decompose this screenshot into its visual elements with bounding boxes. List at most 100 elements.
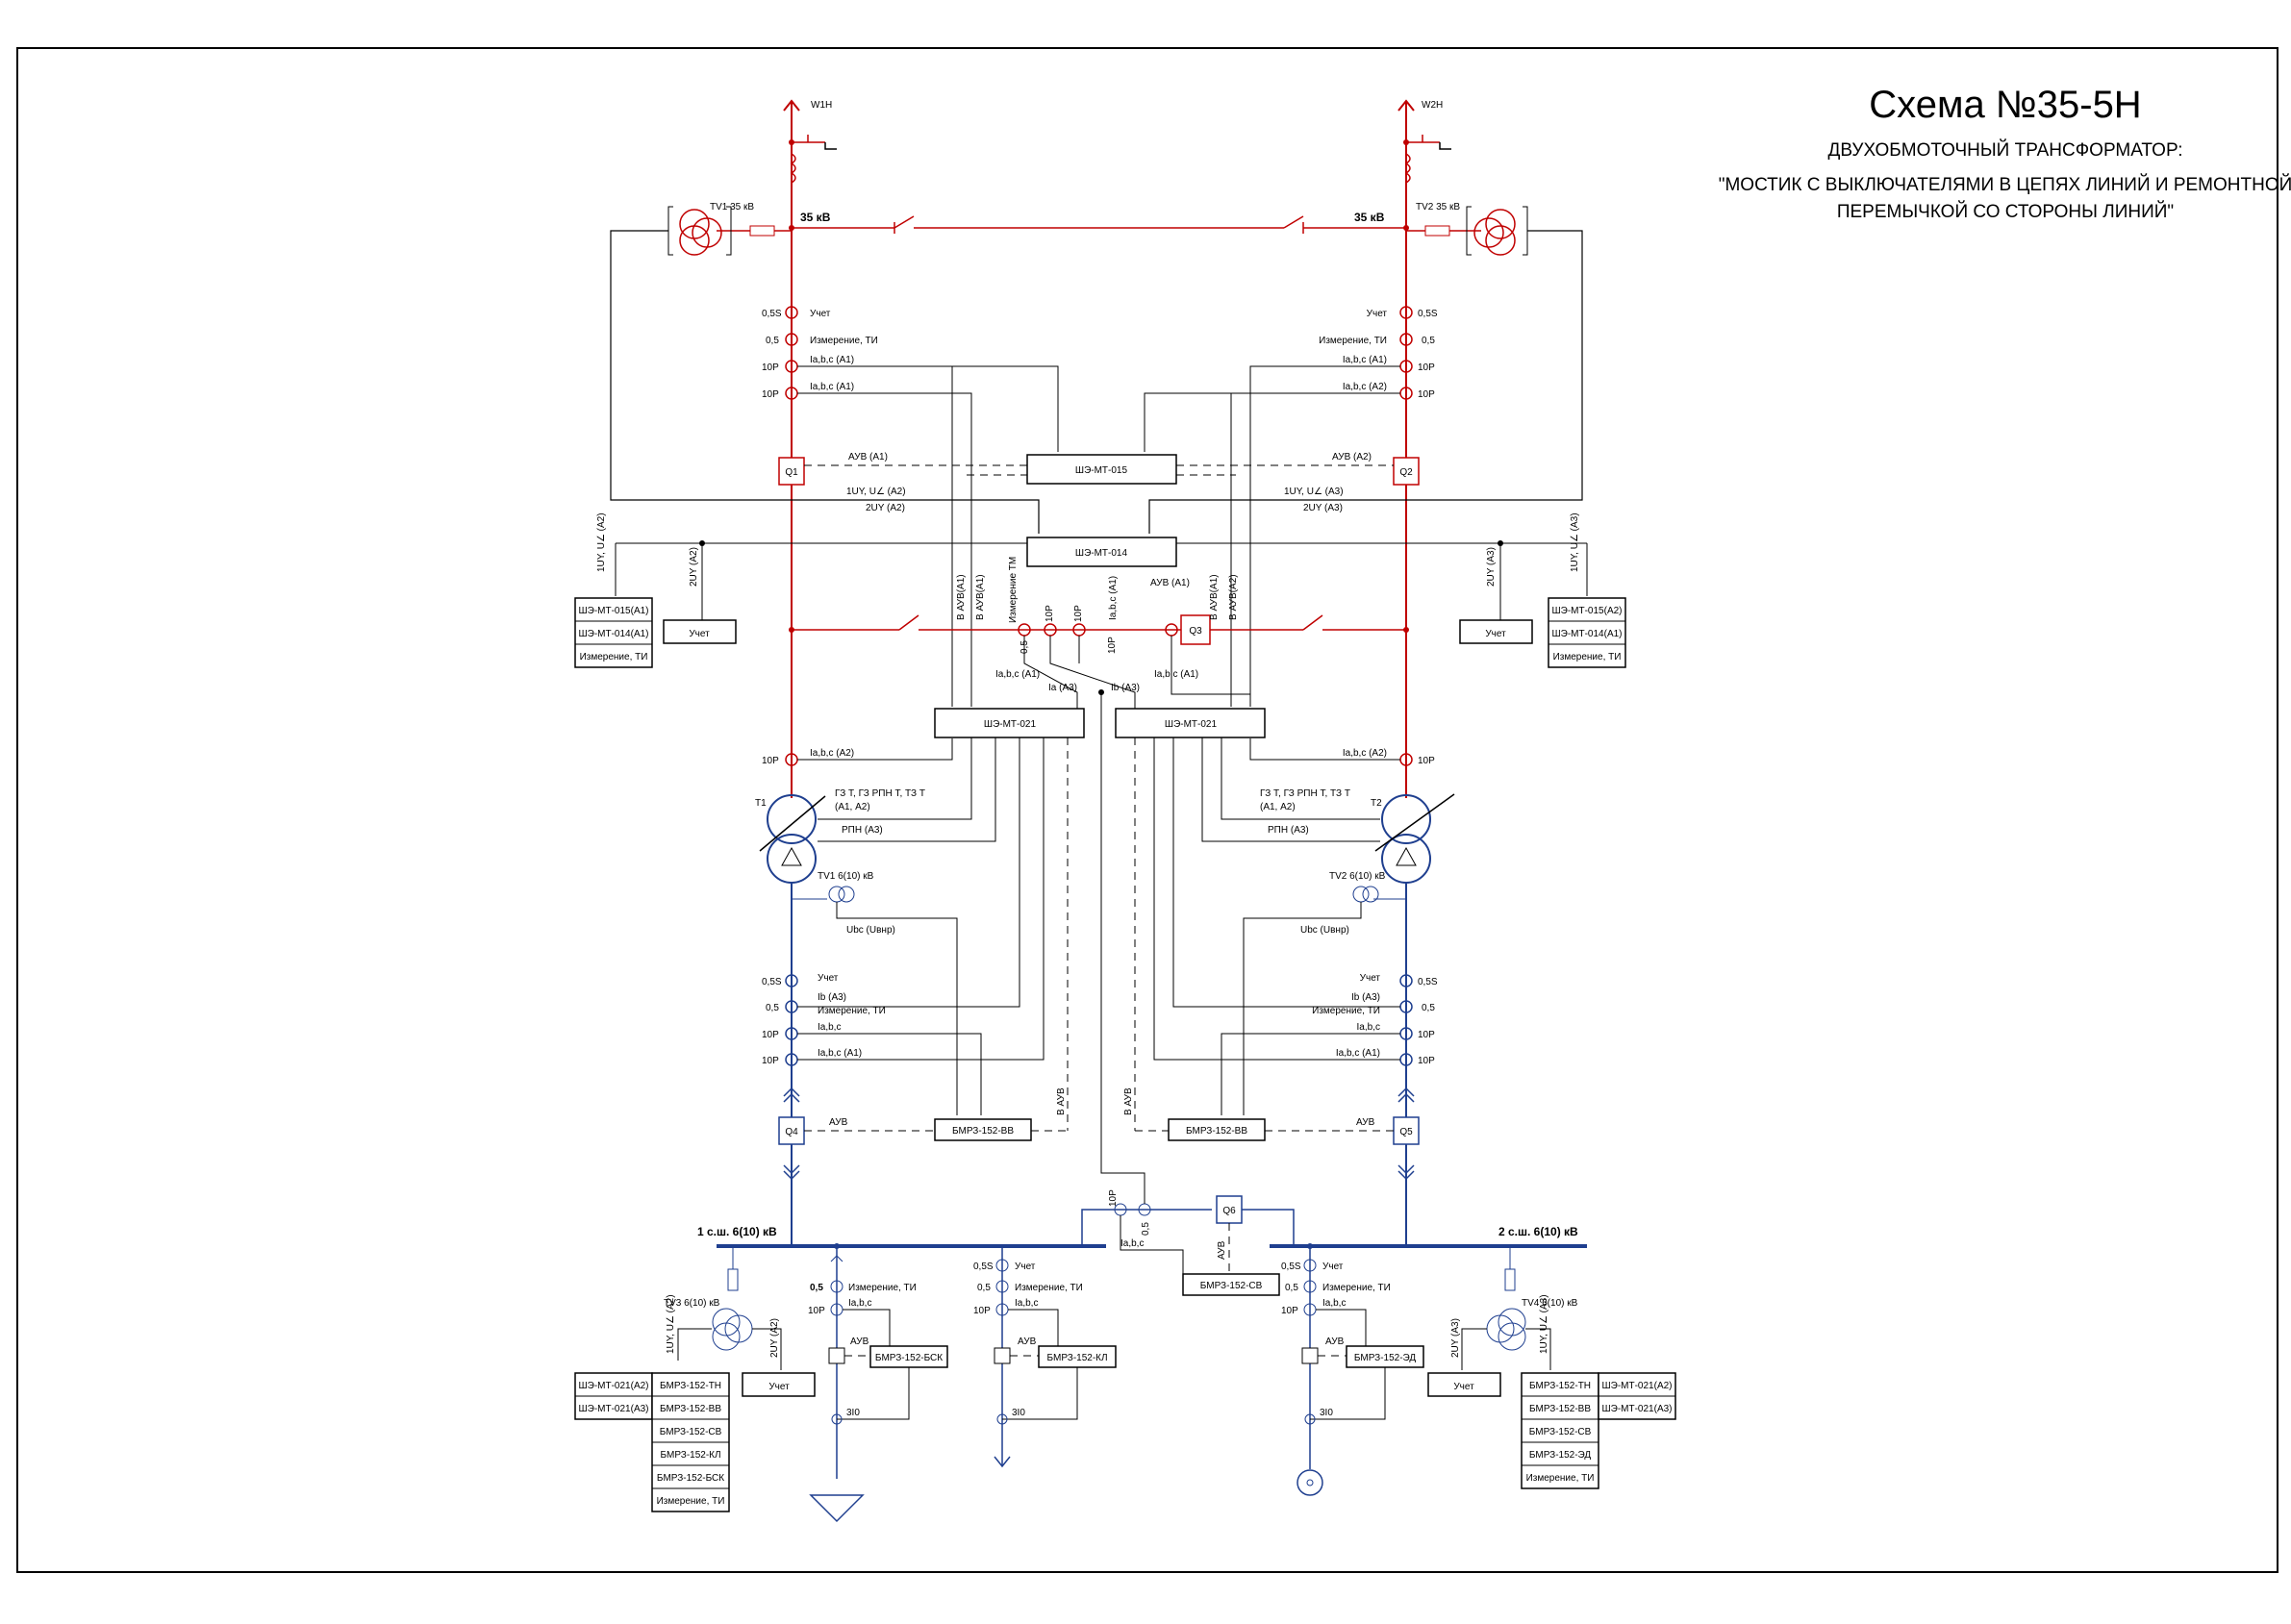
auv-a2-label: АУВ (А2) [1332, 452, 1372, 462]
transformer-t1[interactable]: T1 [755, 794, 826, 884]
bsk-ct-wire [843, 1309, 891, 1346]
plug-q4-bot-a [783, 1164, 800, 1175]
breaker-q3[interactable] [1180, 614, 1211, 645]
node-right-a [1403, 139, 1409, 145]
q2-label: Q2 [1399, 467, 1413, 478]
cabinet-she-021-right[interactable] [1115, 708, 1266, 738]
ed-zio: 3I0 [1320, 1408, 1333, 1418]
lv-right-uchet-label: Учет [1453, 1382, 1474, 1392]
hv-left-table [574, 597, 653, 668]
izm-tm-label: Измерение ТМ [1008, 557, 1019, 623]
subtitle-line2: "МОСТИК С ВЫКЛЮЧАТЕЛЯМИ В ЦЕПЯХ ЛИНИЙ И … [1719, 174, 2291, 195]
rpn-left: РПН (А3) [842, 825, 883, 836]
ct-hv-right-2 [1399, 333, 1413, 346]
cabinet-bmrz-vv-right[interactable] [1168, 1118, 1266, 1141]
ct-lv-r2-class: 0,5 [1422, 1003, 1435, 1013]
rpn-right: РПН (А3) [1268, 825, 1309, 836]
ia-a1-label-r: Ia,b,c (А1) [1154, 669, 1198, 680]
ct-hv-r4-class: 10P [1418, 389, 1435, 400]
wire-bridge-cross1 [1023, 636, 1078, 709]
breaker-q1[interactable] [778, 457, 805, 486]
wire-tv1-014 [610, 230, 1040, 534]
q6-10p: 10P [1108, 1189, 1119, 1207]
ground-icon-left [824, 142, 837, 150]
lv-left-b2: БМРЗ-152-ВВ [660, 1404, 721, 1414]
lv-right-a2: БМРЗ-152-ВВ [1529, 1404, 1591, 1414]
kl-arrow-icon [994, 1456, 1011, 1468]
lv-right-a3: БМРЗ-152-СВ [1529, 1427, 1592, 1437]
cabinet-she-021-left[interactable] [934, 708, 1085, 738]
tv2-coil-a [1485, 209, 1516, 239]
wire-q6-ct [1120, 1215, 1184, 1274]
tv4-fuse [1504, 1268, 1516, 1291]
bsk-auv-label: АУВ [850, 1337, 869, 1347]
bridge-c10p-3: 10P [1107, 637, 1118, 654]
q6-feed-right [1242, 1209, 1295, 1246]
transformer-t2[interactable]: T2 [1371, 793, 1455, 884]
arrow-w1h [783, 99, 800, 112]
tv3-wire-r [752, 1328, 782, 1370]
b-auv-right-label: В АУВ [1123, 1087, 1134, 1115]
wire-ct-l4 [797, 392, 972, 707]
bsk-breaker[interactable] [828, 1347, 845, 1364]
auv-a1-bridge: АУВ (А1) [1150, 578, 1190, 588]
wire-gzt-r [1221, 737, 1380, 820]
ct-hv-r1-class: 0,5S [1418, 309, 1438, 319]
ed-breaker[interactable] [1301, 1347, 1319, 1364]
bridge-c10p-2: 10P [1073, 605, 1084, 622]
bsk-zct [831, 1413, 843, 1425]
ubc-left: Ubc (Uвнр) [846, 925, 895, 936]
ia-a1-label: Ia,b,c (А1) [995, 669, 1040, 680]
ct-lv-l3-label: Ia,b,c [818, 1022, 841, 1033]
ed-ct-1 [1303, 1280, 1317, 1293]
hv-right-uchet [1459, 619, 1533, 644]
ct-t1-class: 10P [762, 756, 779, 766]
w2h-label: W2H [1422, 100, 1443, 111]
ed-izm: Измерение, ТИ [1322, 1283, 1391, 1293]
ed-3i0-wire [1310, 1367, 1386, 1420]
ct-lv-l1-class: 0,5S [762, 977, 782, 987]
tv1-coil-a [679, 209, 710, 239]
hv-right-uchet-label: Учет [1485, 629, 1506, 639]
bmrz-vv-right-label: БМРЗ-152-ВВ [1186, 1126, 1247, 1137]
ct-hv-l4-label: Ia,b,c (A1) [810, 382, 854, 392]
ct-lv-r1 [1399, 974, 1413, 987]
ct-hv-r1-label: Учет [1367, 309, 1388, 319]
b-auv-a1b-label: В АУВ(А1) [975, 574, 986, 620]
lv-left-b5: БМРЗ-152-БСК [657, 1473, 724, 1484]
ct-hv-r3-class: 10P [1418, 362, 1435, 373]
tv1-label: TV1 35 кВ [710, 202, 754, 212]
breaker-q2[interactable] [1393, 457, 1420, 486]
plug-q5-bot-a [1397, 1164, 1415, 1175]
tv3-coil-a [712, 1308, 741, 1337]
tv2-fuse [1424, 225, 1450, 237]
cabinet-bmrz-vv-left[interactable] [934, 1118, 1032, 1141]
bus-right-label: 2 с.ш. 6(10) кВ [1498, 1225, 1578, 1238]
plug-q5-top-b [1397, 1092, 1415, 1103]
plug-q5-bot-b [1397, 1170, 1415, 1181]
wire-ubc-l [836, 902, 958, 1115]
ed-uchet: Учет [1322, 1262, 1344, 1272]
breaker-q4[interactable] [778, 1116, 805, 1145]
kl-breaker[interactable] [994, 1347, 1011, 1364]
ubc-right: Ubc (Uвнр) [1300, 925, 1349, 936]
cabinet-bmrz-sv[interactable] [1182, 1273, 1280, 1296]
cabinet-she-014[interactable] [1026, 537, 1177, 567]
bmrz-kl-label: БМРЗ-152-КЛ [1046, 1353, 1107, 1363]
tv3-coil-b [724, 1314, 753, 1343]
cabinet-she-015[interactable] [1026, 454, 1177, 485]
wire-ct-r3 [1249, 365, 1400, 707]
lv-left-b1: БМРЗ-152-ТН [660, 1381, 721, 1391]
tv4-u1: 1UY, U∠ (А3) [1539, 1294, 1549, 1354]
feeder-bsk: 0,5 10P Измерение, ТИ Ia,b,c БМРЗ-152-БС… [808, 1243, 948, 1523]
tv4-coil-c [1498, 1322, 1526, 1351]
ct-hv-right-1 [1399, 306, 1413, 319]
tv2-lv-b [1362, 886, 1379, 903]
t2-tap-arrow [1374, 793, 1455, 852]
ib-a3-label: Ib (А3) [1111, 683, 1140, 693]
t1-winding-hv [767, 794, 817, 844]
plug-q4-top-b [783, 1092, 800, 1103]
tv2-lv-label: TV2 6(10) кВ [1329, 871, 1386, 882]
wire-tv2-014 [1148, 230, 1583, 534]
